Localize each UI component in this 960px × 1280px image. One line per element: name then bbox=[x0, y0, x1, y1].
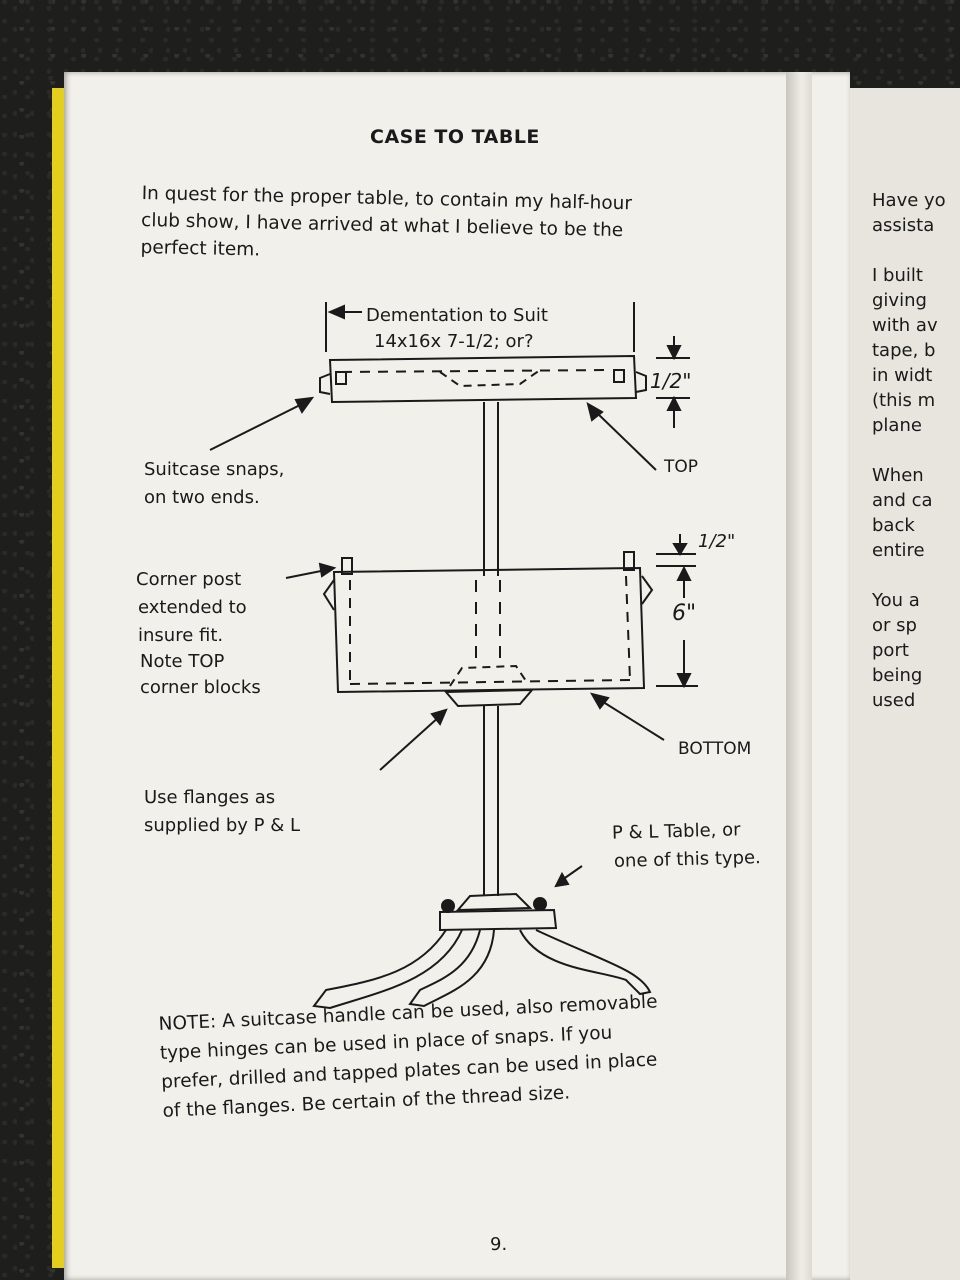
right-fragment bbox=[872, 438, 946, 463]
right-fragment: I built bbox=[872, 265, 923, 286]
book-gutter bbox=[786, 72, 812, 1280]
right-fragment: in widt bbox=[872, 365, 933, 386]
right-fragment: and ca bbox=[872, 490, 933, 511]
page-number: 9. bbox=[490, 1234, 508, 1255]
corner-label-line: Note TOP bbox=[140, 651, 225, 672]
bottom-flange bbox=[443, 688, 535, 708]
right-fragment bbox=[872, 238, 946, 263]
half-inch-top-label: 1/2" bbox=[650, 369, 692, 393]
right-fragment: When bbox=[872, 465, 924, 486]
corner-label-line: Corner post bbox=[136, 569, 242, 590]
corner-label-line: corner blocks bbox=[140, 677, 261, 698]
right-fragment: port bbox=[872, 640, 909, 661]
top-case bbox=[328, 354, 638, 404]
right-fragment: entire bbox=[872, 540, 925, 561]
bottom-case bbox=[332, 566, 646, 694]
base-knob-right bbox=[533, 897, 547, 911]
right-page-text: Have yo assista I built giving with av t… bbox=[872, 188, 946, 713]
leg-mid bbox=[408, 929, 495, 1008]
dimension-arrowhead bbox=[327, 304, 345, 320]
snaps-label-line2: on two ends. bbox=[144, 487, 260, 508]
base-plate bbox=[439, 908, 558, 932]
snaps-label-line1: Suitcase snaps, bbox=[144, 459, 285, 480]
dimension-label-line1: Dementation to Suit bbox=[366, 305, 548, 326]
right-fragment: You a bbox=[872, 590, 920, 611]
flanges-label-line1: Use flanges as bbox=[144, 787, 276, 808]
top-case-dashed bbox=[341, 369, 613, 373]
right-fragment: back bbox=[872, 515, 915, 536]
right-fragment: giving bbox=[872, 290, 927, 311]
right-fragment: Have yo bbox=[872, 190, 946, 211]
right-fragment: (this m bbox=[872, 390, 936, 411]
right-fragment: assista bbox=[872, 215, 935, 236]
corner-post-right bbox=[623, 551, 635, 571]
corner-post-left bbox=[341, 557, 353, 575]
corner-label-line: insure fit. bbox=[138, 625, 224, 646]
left-page bbox=[64, 72, 850, 1280]
top-snap-left-box bbox=[335, 371, 347, 385]
base-knob-left bbox=[441, 899, 455, 913]
table-label-line2: one of this type. bbox=[613, 847, 762, 872]
bottom-label: BOTTOM bbox=[678, 739, 752, 759]
right-fragment: tape, b bbox=[872, 340, 936, 361]
leg-right bbox=[519, 929, 652, 996]
page-title: CASE TO TABLE bbox=[370, 126, 540, 148]
right-fragment: used bbox=[872, 690, 916, 711]
right-fragment: or sp bbox=[872, 615, 917, 636]
right-fragment bbox=[872, 563, 946, 588]
snaps-arrow bbox=[209, 401, 307, 451]
flanges-label-line2: supplied by P & L bbox=[144, 815, 301, 836]
right-fragment: plane bbox=[872, 415, 922, 436]
top-corner-block bbox=[439, 369, 541, 388]
leg-left bbox=[312, 929, 463, 1010]
top-label: TOP bbox=[664, 457, 699, 477]
half-inch-mid-label: 1/2" bbox=[698, 531, 736, 552]
right-fragment: with av bbox=[872, 315, 938, 336]
right-fragment: being bbox=[872, 665, 923, 686]
top-snap-right bbox=[635, 371, 647, 393]
top-snap-right-box bbox=[613, 369, 625, 383]
table-label-line1: P & L Table, or bbox=[611, 819, 741, 844]
dimension-label-line2: 14x16x 7-1/2; or? bbox=[374, 331, 534, 352]
bottom-snap-left bbox=[322, 579, 335, 611]
bottom-snap-right bbox=[641, 575, 654, 605]
six-inch-label: 6" bbox=[672, 601, 697, 626]
top-snap-left bbox=[319, 373, 331, 395]
top-arrow bbox=[595, 411, 657, 471]
base-collar bbox=[455, 892, 533, 912]
corner-label-line: extended to bbox=[138, 597, 247, 618]
